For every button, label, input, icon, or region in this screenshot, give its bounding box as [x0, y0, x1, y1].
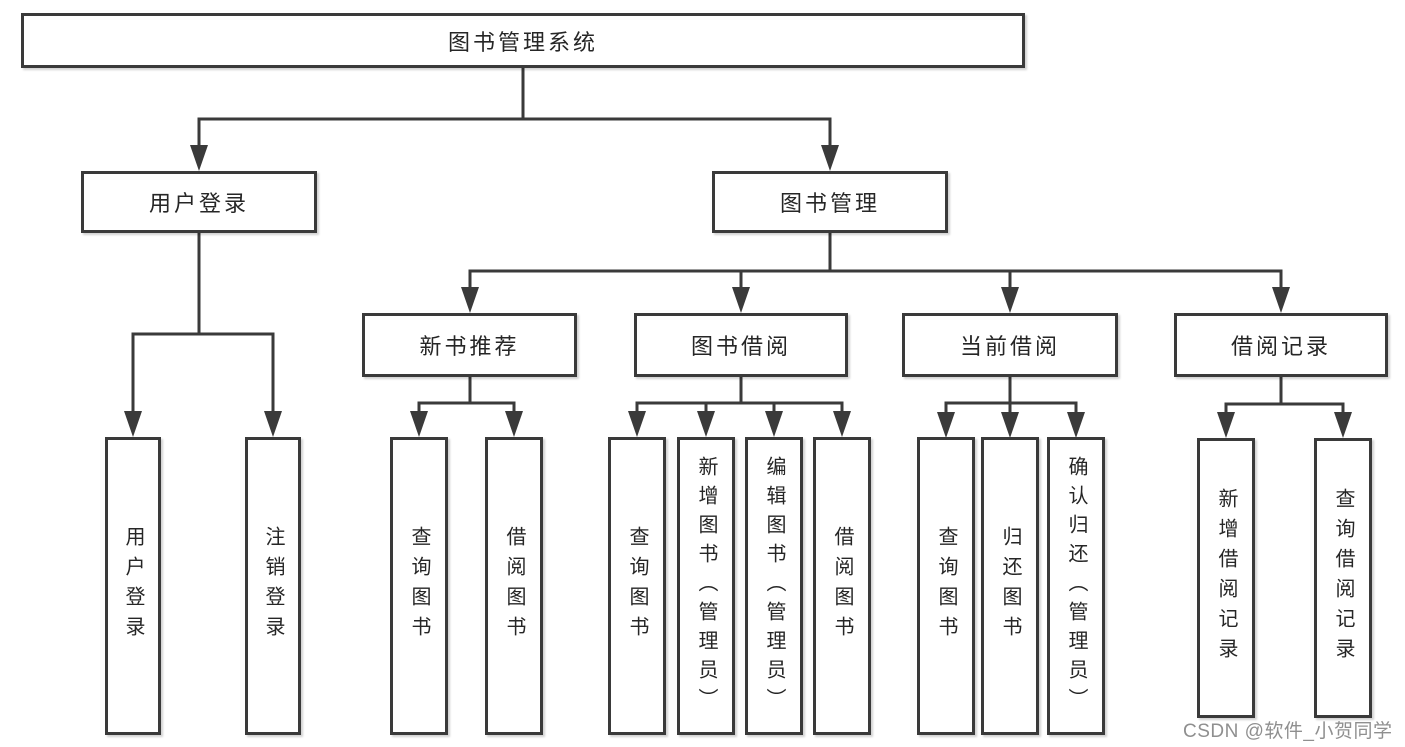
leaf-borrow-borrow-book: 借阅图书 — [813, 437, 871, 735]
leaf-user-login: 用户登录 — [105, 437, 161, 735]
arrowhead-icon — [833, 411, 851, 437]
arrowhead-icon — [190, 145, 208, 171]
arrowhead-icon — [1001, 412, 1019, 438]
node-borrowing-records: 借阅记录 — [1174, 313, 1388, 377]
leaf-current-query-book: 查询图书 — [917, 437, 975, 735]
arrowhead-icon — [821, 145, 839, 171]
arrowhead-icon — [732, 287, 750, 313]
csdn-watermark: CSDN @软件_小贺同学 — [1183, 721, 1393, 742]
leaf-borrow-add-book-admin: 新增图书（管理员） — [677, 437, 735, 735]
leaf-borrow-query-book: 查询图书 — [608, 437, 666, 735]
arrowhead-icon — [697, 411, 715, 437]
arrowhead-icon — [124, 411, 142, 437]
leaf-records-query-borrow-record: 查询借阅记录 — [1314, 438, 1372, 718]
arrowhead-icon — [628, 411, 646, 437]
leaf-recommend-query-book: 查询图书 — [390, 437, 448, 735]
leaf-current-confirm-return-admin: 确认归还（管理员） — [1047, 437, 1105, 735]
leaf-recommend-borrow-book: 借阅图书 — [485, 437, 543, 735]
node-book-borrowing: 图书借阅 — [634, 313, 848, 377]
node-library-management-system: 图书管理系统 — [21, 13, 1025, 68]
node-user-login: 用户登录 — [81, 171, 317, 233]
arrowhead-icon — [937, 412, 955, 438]
node-current-borrowing: 当前借阅 — [902, 313, 1118, 377]
leaf-current-return-book: 归还图书 — [981, 437, 1039, 735]
arrowhead-icon — [1272, 287, 1290, 313]
node-book-management: 图书管理 — [712, 171, 948, 233]
leaf-logout-login: 注销登录 — [245, 437, 301, 735]
arrowhead-icon — [1217, 412, 1235, 438]
arrowhead-icon — [461, 287, 479, 313]
leaf-records-add-borrow-record: 新增借阅记录 — [1197, 438, 1255, 718]
arrowhead-icon — [505, 411, 523, 437]
arrowhead-icon — [1067, 412, 1085, 438]
arrowhead-icon — [1001, 287, 1019, 313]
arrowhead-icon — [264, 411, 282, 437]
arrowhead-icon — [1334, 412, 1352, 438]
arrowhead-icon — [765, 411, 783, 437]
node-new-book-recommendation: 新书推荐 — [362, 313, 577, 377]
arrowhead-icon — [410, 411, 428, 437]
leaf-borrow-edit-book-admin: 编辑图书（管理员） — [745, 437, 803, 735]
